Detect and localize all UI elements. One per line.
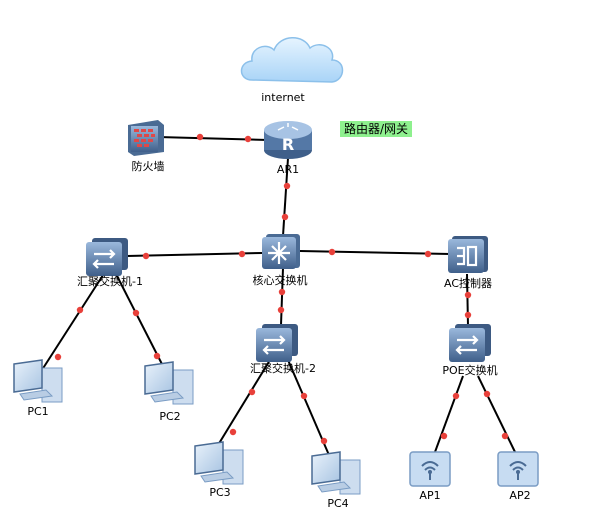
- agg-switch-1-label: 汇聚交换机-1: [77, 275, 143, 288]
- poe-switch-icon[interactable]: [449, 324, 491, 362]
- link-core-agg2: [280, 267, 284, 326]
- port-dots: [54, 133, 509, 445]
- port-dot: [196, 133, 204, 141]
- pc1-label: PC1: [27, 405, 49, 418]
- core-switch-icon[interactable]: [262, 234, 300, 269]
- port-dot: [464, 311, 472, 319]
- agg-switch-1-icon[interactable]: [86, 238, 128, 276]
- ap1-label: AP1: [419, 489, 441, 502]
- agg-switch-2-label: 汇聚交换机-2: [250, 362, 316, 375]
- port-dot: [464, 291, 472, 299]
- port-dot: [424, 250, 432, 258]
- port-dot: [328, 248, 336, 256]
- access-point-icon[interactable]: [409, 451, 451, 487]
- pc3-label: PC3: [209, 486, 231, 499]
- pc-icon[interactable]: [311, 451, 361, 495]
- ap2-label: AP2: [509, 489, 531, 502]
- pc2-label: PC2: [159, 410, 181, 423]
- agg-switch-2-icon[interactable]: [256, 324, 298, 362]
- port-dot: [281, 213, 289, 221]
- port-dot: [320, 437, 328, 445]
- port-dot: [244, 135, 252, 143]
- link-poe-ap2: [477, 375, 516, 453]
- port-dot: [142, 252, 150, 260]
- port-dot: [283, 182, 291, 190]
- link-agg2-pc4: [287, 359, 333, 463]
- link-router-core: [282, 157, 289, 237]
- port-dot: [278, 288, 286, 296]
- port-dot: [440, 432, 448, 440]
- port-dot: [76, 306, 84, 314]
- svg-text:R: R: [282, 135, 294, 154]
- port-dot: [153, 352, 161, 360]
- internet-label: internet: [261, 91, 305, 104]
- pc-icon[interactable]: [194, 441, 244, 485]
- pc4-label: PC4: [327, 497, 349, 510]
- link-poe-ap1: [434, 375, 464, 453]
- link-agg2-pc3: [214, 359, 271, 451]
- port-dot: [248, 388, 256, 396]
- firewall-label: 防火墙: [131, 160, 165, 173]
- links: [39, 136, 516, 463]
- router-label: AR1: [276, 163, 300, 176]
- port-dot: [238, 250, 246, 258]
- port-dot: [300, 392, 308, 400]
- ac-controller-icon[interactable]: [448, 236, 488, 273]
- port-dot: [229, 428, 237, 436]
- router-role-tag: 路由器/网关: [340, 121, 413, 137]
- access-point-icon[interactable]: [497, 451, 539, 487]
- router-icon[interactable]: R: [264, 121, 312, 159]
- port-dot: [501, 432, 509, 440]
- port-dot: [277, 306, 285, 314]
- link-agg1-pc1: [39, 271, 106, 374]
- cloud-icon[interactable]: [240, 37, 344, 83]
- port-dot: [54, 353, 62, 361]
- pc-icon[interactable]: [144, 361, 194, 405]
- link-firewall-router: [157, 136, 269, 141]
- core-switch-label: 核心交换机: [252, 274, 308, 287]
- pc-icon[interactable]: [13, 359, 63, 403]
- ac-controller-label: AC控制器: [443, 277, 493, 290]
- port-dot: [132, 309, 140, 317]
- port-dot: [483, 390, 491, 398]
- poe-switch-label: POE交换机: [442, 364, 498, 377]
- firewall-icon[interactable]: [128, 120, 164, 156]
- port-dot: [452, 392, 460, 400]
